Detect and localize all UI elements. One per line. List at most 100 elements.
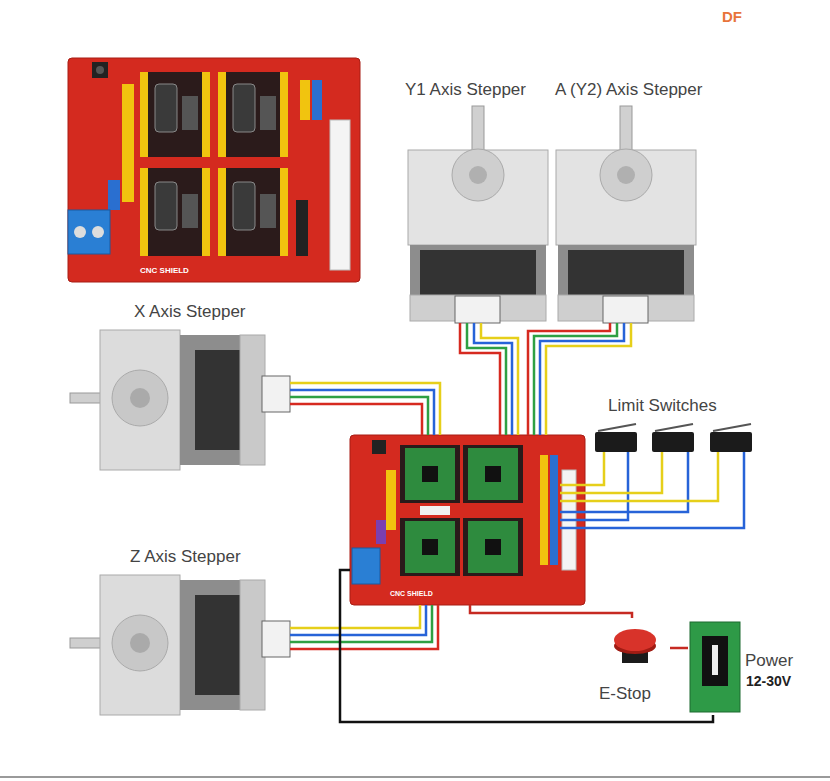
stepper-motor-part — [180, 580, 240, 710]
stepper-motor-part — [100, 330, 180, 470]
wire-bundle — [290, 605, 438, 649]
cnc-shield-board-part — [122, 84, 134, 202]
cnc-shield-board-part-part — [218, 72, 288, 157]
wire — [481, 323, 518, 435]
stepper-motor-part — [112, 370, 168, 426]
node-title: CNC SHIELD — [140, 266, 189, 275]
stepper-motor-part — [455, 296, 500, 323]
group-label: Limit Switches — [608, 396, 717, 416]
stepper-motor-part — [617, 166, 635, 184]
limit-switch-part — [652, 432, 694, 452]
cnc-shield-board-part-part — [280, 72, 288, 157]
switch-wires-part — [560, 452, 744, 528]
cnc-shield-board-part-part — [155, 84, 177, 132]
wire-bundle — [460, 323, 518, 435]
stepper-motor: X Axis Stepper — [66, 300, 290, 475]
stepper-motor: Z Axis Stepper — [66, 545, 290, 720]
switch-wires-part — [560, 452, 604, 485]
stepper-motor-part — [469, 166, 487, 184]
node-title: CNC SHIELD — [390, 590, 433, 598]
cnc-shield-board-part-part — [140, 72, 210, 157]
cnc-shield-board-part — [218, 168, 288, 256]
cnc-shield-board-part — [400, 518, 460, 576]
e-stop-button — [614, 629, 656, 663]
cnc-shield-board-part-part — [202, 72, 210, 157]
bottom-rule — [0, 776, 830, 778]
stepper-motor-part — [556, 150, 696, 245]
node-title: Power — [745, 651, 793, 671]
node-title: A (Y2) Axis Stepper — [555, 80, 702, 100]
wire — [670, 647, 688, 650]
stepper-motor-part — [452, 149, 504, 201]
switch-wires — [560, 452, 744, 528]
cnc-shield-board-part — [405, 448, 455, 500]
stepper-motor: Y1 Axis Stepper — [400, 78, 552, 323]
limit-switch-part — [598, 424, 636, 431]
wire-bundle — [290, 383, 440, 435]
cnc-shield-board-part-part — [182, 194, 198, 228]
cnc-shield-board-part — [422, 466, 438, 482]
cnc-shield-board-part — [420, 506, 450, 515]
cnc-shield-board-part-part — [260, 194, 276, 228]
cnc-shield-board-part — [468, 448, 518, 500]
cnc-shield-board-part — [463, 518, 523, 576]
stepper-motor-part — [130, 388, 150, 408]
cnc-shield-board-part — [540, 455, 548, 565]
wire — [670, 648, 688, 649]
stepper-motor-part — [568, 250, 684, 295]
cnc-shield-board-part — [74, 226, 86, 238]
wire-bundle — [528, 323, 631, 435]
wire — [290, 383, 440, 435]
stepper-motor-part — [408, 150, 548, 245]
cnc-shield-board-part — [140, 168, 210, 256]
limit-switch-part — [710, 432, 752, 452]
cnc-shield-board-part-part — [182, 96, 198, 130]
cnc-shield-board-part — [463, 445, 523, 503]
stepper-motor-part — [70, 638, 102, 648]
switch-wires-part — [560, 452, 628, 520]
board-label: CNC SHIELD — [350, 435, 585, 605]
cnc-shield-board-part — [485, 539, 501, 555]
wire — [290, 390, 434, 435]
node-title: Z Axis Stepper — [130, 547, 241, 567]
limit-switch-part — [655, 424, 693, 431]
wire — [470, 605, 632, 618]
cnc-shield-board-part-part — [202, 168, 210, 256]
switch-wires-part — [560, 452, 662, 493]
wire — [290, 605, 438, 649]
stepper-motor-part — [70, 393, 102, 403]
limit-switch — [710, 424, 752, 452]
cnc-shield-board-part-part — [218, 168, 288, 256]
stepper-motor — [70, 575, 290, 715]
node-title: X Axis Stepper — [134, 302, 246, 322]
node-subtitle: 12-30V — [746, 673, 791, 689]
stepper-motor-part — [240, 335, 265, 465]
limit-switch-part — [713, 424, 751, 431]
stepper-motor — [408, 106, 548, 323]
switch-wires-part — [560, 452, 688, 512]
cnc-shield-board-part — [312, 80, 322, 120]
node-title: Y1 Axis Stepper — [405, 80, 526, 100]
cnc-shield-board-part — [468, 521, 518, 573]
cnc-shield-board-part — [376, 520, 386, 544]
watermark: DF — [722, 8, 742, 25]
cnc-shield-board-part — [372, 440, 386, 454]
cnc-shield-board-part — [68, 58, 360, 282]
cnc-shield-board-part-part — [260, 96, 276, 130]
wire — [340, 570, 713, 722]
cnc-shield-board-part-part — [280, 168, 288, 256]
cnc-shield-board-part — [422, 539, 438, 555]
cnc-shield-board-part — [400, 445, 460, 503]
stepper-motor-part — [112, 615, 168, 671]
node-title: E-Stop — [599, 684, 651, 704]
cnc-shield-board-part — [300, 80, 310, 120]
cnc-shield-board-part — [405, 521, 455, 573]
cnc-shield-board-part-part — [155, 182, 177, 230]
wire — [470, 605, 632, 618]
stepper-motor-part — [240, 580, 265, 710]
power-input: Power 12-30V — [688, 618, 805, 715]
stepper-motor-part — [100, 575, 180, 715]
cnc-shield-board-part-part — [140, 72, 148, 157]
stepper-motor-part — [262, 621, 290, 657]
